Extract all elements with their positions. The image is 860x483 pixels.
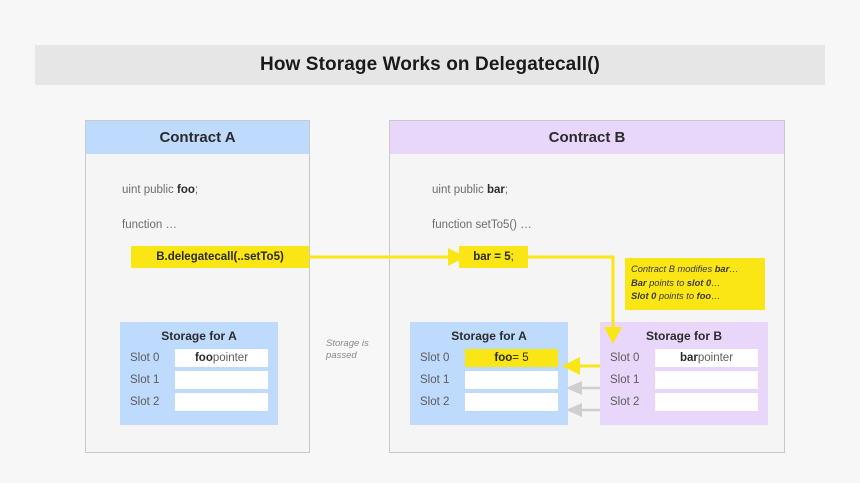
note-line-3: Slot 0 points to foo… (631, 290, 759, 304)
slot-value-highlighted: foo = 5 (465, 349, 558, 367)
storage-a-left-title: Storage for A (161, 329, 237, 343)
contract-a-title: Contract A (159, 129, 236, 146)
slot-value (175, 371, 268, 389)
contract-a-header: Contract A (86, 121, 309, 154)
code-a-2-text: function … (122, 219, 177, 231)
delegatecall-box[interactable]: B.delegatecall(..setTo5) (131, 246, 309, 268)
bar-assign-bold: bar = 5 (473, 251, 511, 263)
slot-value-text: pointer (697, 352, 734, 364)
code-b-2-text: function setTo5() … (432, 219, 532, 231)
note-2-post: … (711, 277, 721, 288)
table-row: Slot 2 (130, 393, 268, 411)
slot-label: Slot 0 (610, 352, 640, 364)
table-row: Slot 1 (610, 371, 758, 389)
note-3-mid: points to (656, 291, 697, 301)
table-row: Slot 2 (420, 393, 558, 411)
slot-value (655, 371, 758, 389)
slot-value: foo pointer (175, 349, 268, 367)
note-3-bold1: Slot 0 (631, 291, 657, 301)
table-row: Slot 0 bar pointer (610, 349, 758, 367)
slot-label: Slot 2 (610, 396, 640, 408)
slot-label: Slot 2 (420, 396, 450, 408)
table-row: Slot 0 foo pointer (130, 349, 268, 367)
code-b-1-bold: bar (486, 184, 505, 196)
slot-value-text: pointer (212, 352, 249, 364)
bar-assign-box[interactable]: bar = 5; (459, 246, 528, 268)
note-2-bold2: slot 0 (686, 277, 712, 288)
note-2-bold1: Bar (631, 277, 647, 288)
note-2-mid: points to (646, 277, 687, 288)
title-bar: How Storage Works on Delegatecall() (35, 45, 825, 85)
slot-value-bold: bar (679, 352, 698, 364)
storage-a-right-title: Storage for A (451, 329, 527, 343)
delegatecall-label: B.delegatecall(..setTo5) (156, 251, 284, 263)
note-1-bold: bar (714, 264, 730, 274)
note-1-pre: Contract B modifies (631, 264, 715, 274)
table-row: Slot 0 foo = 5 (420, 349, 558, 367)
contract-b-title: Contract B (548, 129, 626, 146)
contract-a-code-line-1: uint public foo; (122, 184, 198, 196)
slot-label: Slot 1 (420, 374, 450, 386)
slot-value: bar pointer (655, 349, 758, 367)
code-a-1-text: uint public (122, 184, 177, 196)
contract-b-code-line-2: function setTo5() … (432, 219, 532, 231)
storage-passed-label: Storage is passed (326, 338, 382, 362)
slot-value-bold: foo (494, 352, 513, 364)
slot-value (175, 393, 268, 411)
storage-passed-line1: Storage is (326, 338, 369, 349)
slot-label: Slot 0 (130, 352, 160, 364)
storage-for-b: Storage for B Slot 0 bar pointer Slot 1 … (600, 322, 768, 425)
code-b-1-tail: ; (504, 184, 509, 196)
slot-label: Slot 2 (130, 396, 160, 408)
bar-assign-label: bar = 5; (473, 251, 514, 263)
slot-value (465, 393, 558, 411)
slot-value-text: = 5 (512, 352, 529, 364)
note-line-1: Contract B modifies bar… (631, 263, 759, 277)
page-title: How Storage Works on Delegatecall() (260, 54, 600, 75)
code-a-1-bold: foo (176, 184, 195, 196)
code-a-1-tail: ; (194, 184, 199, 196)
note-1-post: … (729, 264, 739, 274)
note-3-bold2: foo (696, 291, 712, 301)
table-row: Slot 1 (420, 371, 558, 389)
storage-passed-line2: passed (326, 350, 357, 361)
slot-label: Slot 1 (130, 374, 160, 386)
contract-a-code-line-2: function … (122, 219, 177, 231)
slot-label: Slot 0 (420, 352, 450, 364)
bar-assign-tail: ; (510, 251, 514, 263)
table-row: Slot 2 (610, 393, 758, 411)
storage-for-a-right: Storage for A Slot 0 foo = 5 Slot 1 Slot… (410, 322, 568, 425)
contract-b-code-line-1: uint public bar; (432, 184, 508, 196)
table-row: Slot 1 (130, 371, 268, 389)
slot-value (465, 371, 558, 389)
explanation-note-box: Contract B modifies bar… Bar points to s… (625, 258, 765, 310)
slot-value (655, 393, 758, 411)
storage-b-title: Storage for B (645, 329, 722, 343)
slot-value-bold: foo (194, 352, 213, 364)
contract-b-header: Contract B (390, 121, 784, 154)
storage-for-a-left: Storage for A Slot 0 foo pointer Slot 1 … (120, 322, 278, 425)
note-line-2: Bar points to slot 0… (631, 277, 759, 291)
note-3-post: … (711, 291, 721, 301)
code-b-1-text: uint public (432, 184, 487, 196)
slot-label: Slot 1 (610, 374, 640, 386)
